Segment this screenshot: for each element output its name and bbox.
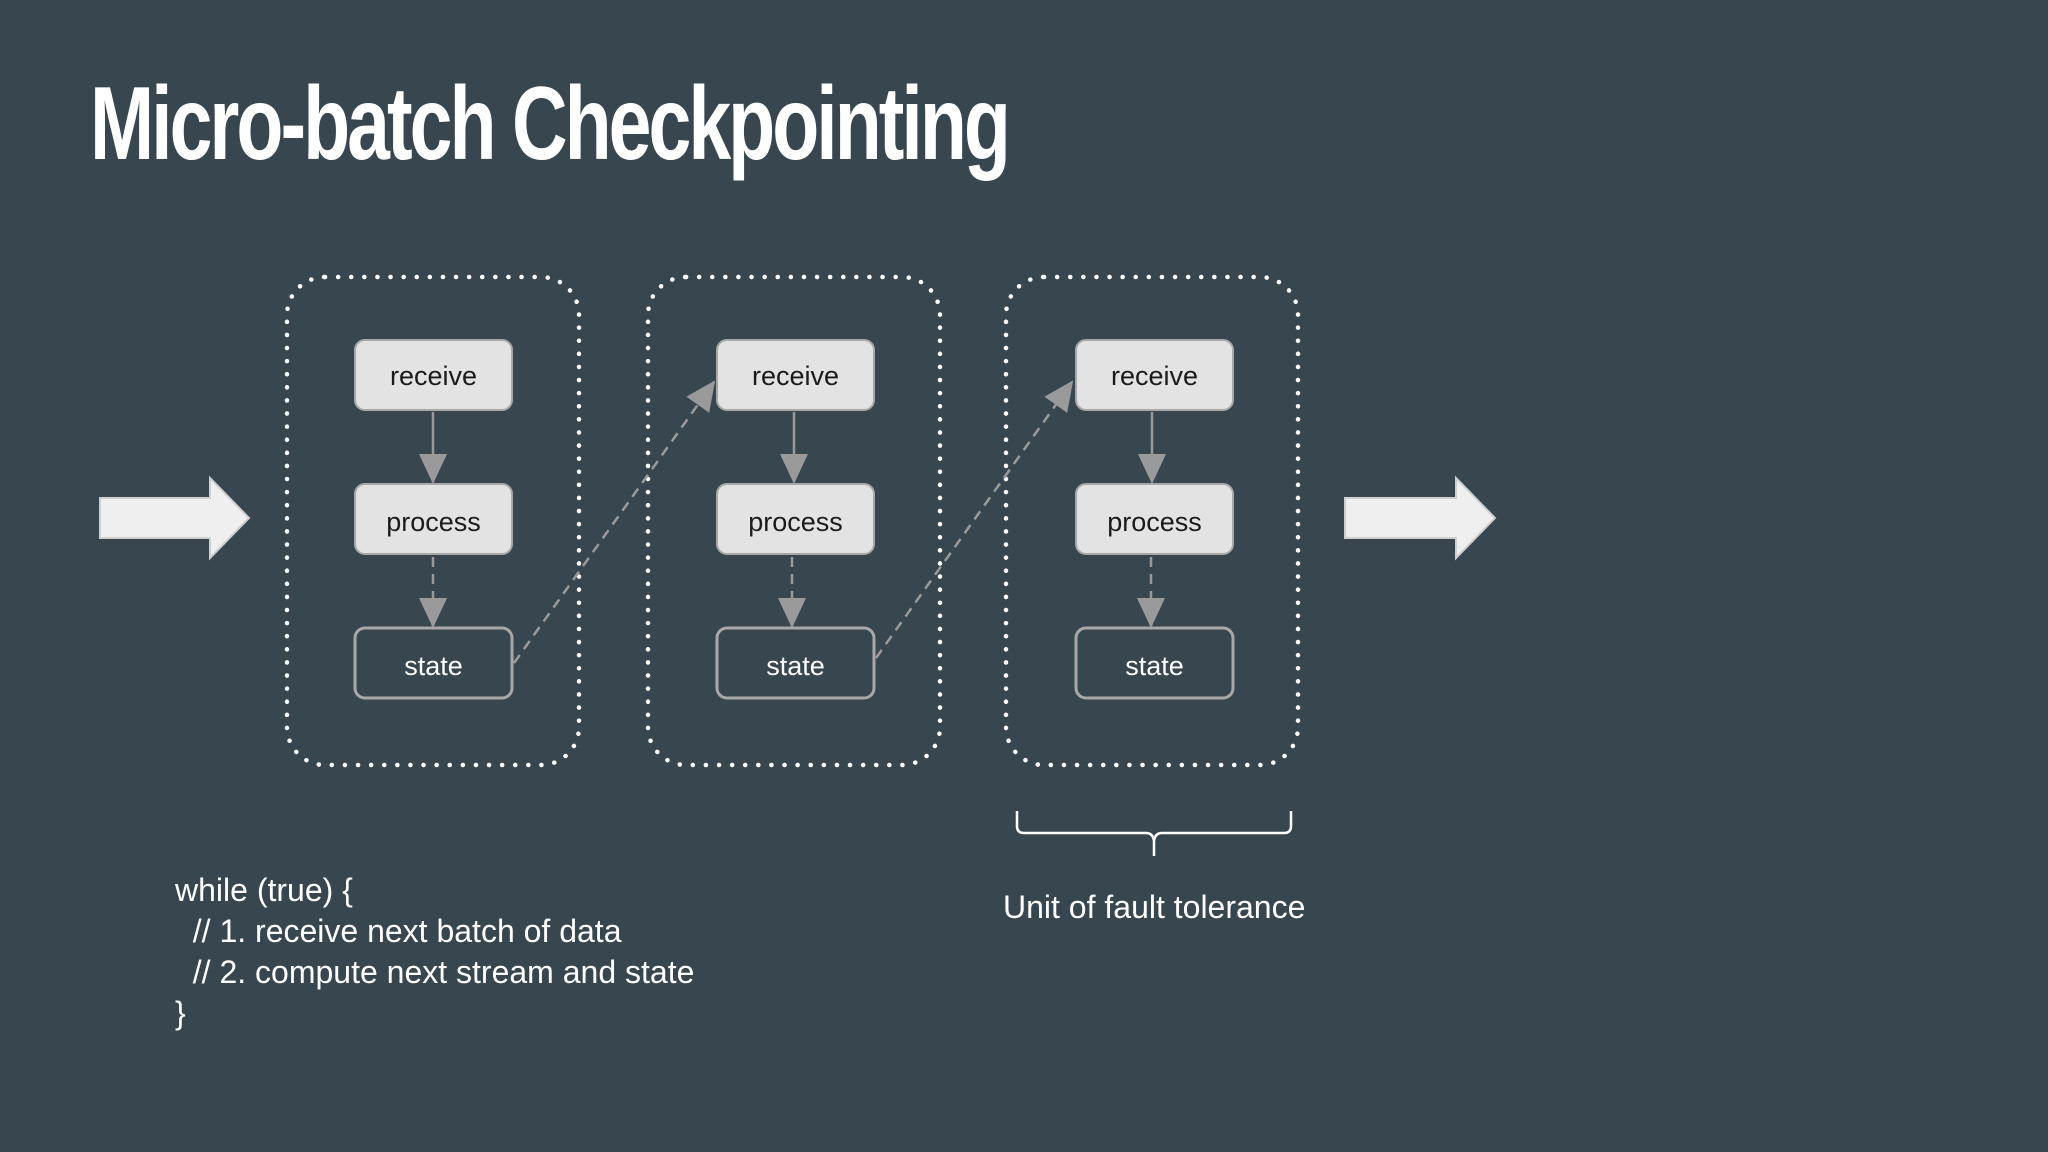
receive-label: receive <box>752 361 839 391</box>
code-line: } <box>175 995 186 1031</box>
receive-label: receive <box>390 361 477 391</box>
fault-tolerance-brace <box>1015 811 1293 856</box>
state-box <box>1074 626 1235 700</box>
pseudo-code: while (true) { // 1. receive next batch … <box>175 870 694 1034</box>
process-label: process <box>748 507 843 537</box>
state-to-next-receive-arrow <box>512 380 716 664</box>
code-line: while (true) { <box>175 872 353 908</box>
output-arrow-icon <box>1344 475 1497 561</box>
code-line: // 2. compute next stream and state <box>175 954 695 990</box>
state-label: state <box>766 651 825 681</box>
state-label: state <box>1125 651 1184 681</box>
receive-box <box>716 339 875 411</box>
batch-group-2: receive process state <box>645 274 943 768</box>
fault-tolerance-caption: Unit of fault tolerance <box>1003 889 1306 925</box>
state-box <box>353 626 514 700</box>
batch-group-1: receive process state <box>284 274 582 768</box>
process-box <box>716 483 875 555</box>
batch-group-3: receive process state <box>1003 274 1301 768</box>
code-line: // 1. receive next batch of data <box>175 913 622 949</box>
process-box <box>1075 483 1234 555</box>
process-box <box>354 483 513 555</box>
state-to-next-receive-arrow <box>874 380 1074 659</box>
receive-label: receive <box>1111 361 1198 391</box>
process-label: process <box>386 507 481 537</box>
input-arrow-icon <box>99 475 251 561</box>
slide-title: Micro-batch Checkpointing <box>90 66 1011 182</box>
receive-box <box>354 339 513 411</box>
receive-box <box>1075 339 1234 411</box>
process-label: process <box>1107 507 1202 537</box>
state-box <box>715 626 876 700</box>
state-label: state <box>404 651 463 681</box>
